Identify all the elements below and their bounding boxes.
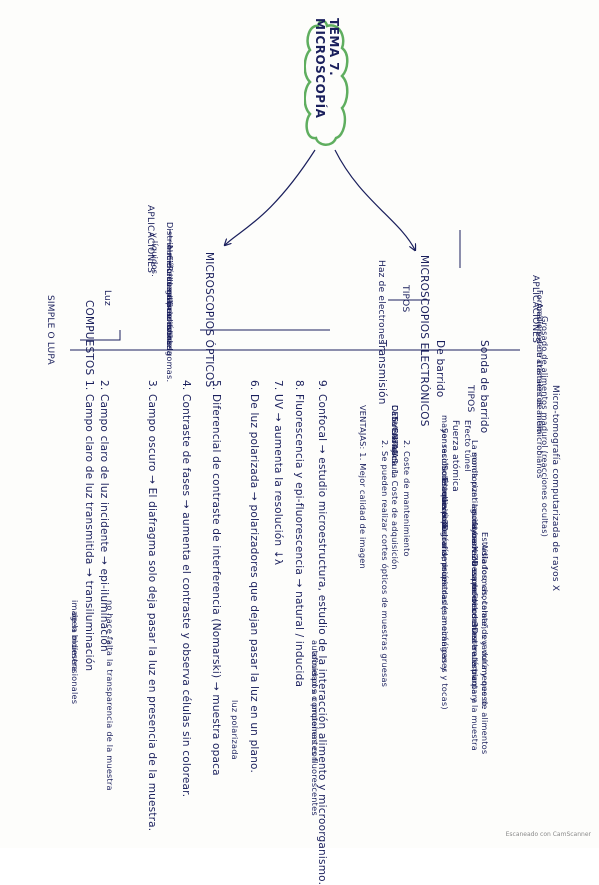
optico-item-4: 4. Contraste de fases → aumenta el contr…: [180, 380, 192, 798]
line-compuestos: [80, 330, 121, 341]
electronicos-heading: MICROSCOPIOS ELECTRÓNICOS: [418, 255, 430, 427]
optico-item-3: 3. Campo oscuro → El diafragma solo deja…: [146, 380, 158, 832]
green-cloud-shape: [304, 19, 349, 146]
simple-lupa: SIMPLE O LUPA: [45, 295, 55, 365]
efecto-tunel: Efecto túnel: [463, 420, 473, 472]
tipo-barrido: De barrido: [434, 340, 446, 398]
page-title: TEMA 7. MICROSCOPÍA: [313, 18, 341, 119]
item1-sub-2: de la muestra: [70, 612, 80, 672]
tipo-transmision: Transmisión: [376, 340, 388, 405]
optico-item-1: 1. Campo claro de luz transmitida → tran…: [83, 380, 95, 672]
tipo-sonda-barrido: Sonda de barrido: [478, 340, 490, 434]
fuerza-desc-2: manipulación de muestras (nanoimágenes y…: [440, 490, 450, 710]
ventajas-2: 2. Se pueden realizar cortes ópticos de …: [380, 440, 390, 688]
optico-item-7: 7. UV → aumenta la resolución ↓λ: [272, 380, 284, 566]
compuestos-heading: COMPUESTOS: [83, 300, 95, 376]
optico-item-9: 9. Confocal → estudio microestructura, e…: [316, 380, 328, 885]
opticos-heading: MICROSCOPIOS ÓPTICOS: [203, 252, 215, 388]
subtipos-heading: TIPOS: [465, 385, 475, 413]
micro-desc-3: Aislados, chocolate, levadura y queso.: [480, 544, 490, 709]
luz-label: Luz: [102, 290, 112, 306]
aplicacion-o-6: Identificación de gomas.: [165, 277, 175, 383]
optico-item-6: 6. De luz polarizada → polarizadores que…: [248, 380, 260, 774]
optico-item-5: 5. Diferencial de contraste de interfere…: [210, 380, 222, 776]
fuerza-atomica: Fuerza atómica: [450, 420, 460, 492]
tipos-e-heading: TIPOS: [400, 285, 410, 313]
desventajas-2: 2. Coste de mantenimiento: [402, 440, 412, 557]
ventajas: VENTAJAS: 1. Mejor calidad de imagen: [358, 405, 368, 569]
connector-lines: [70, 149, 520, 351]
haz-electrones: Haz de electrones: [376, 260, 386, 345]
optico-item-8: 8. Fluorescencia y epi-fluorescencia → n…: [293, 380, 305, 688]
microtomografia: Micro-tomografía computarizada de rayos …: [550, 385, 560, 592]
aplicacion-o-2: y líquidos.: [150, 233, 160, 277]
camscanner-watermark: Escaneado con CamScanner: [505, 831, 591, 838]
title-cloud: TEMA 7. MICROSCOPÍA: [304, 18, 350, 148]
micro-desc-1: rayos X 2D en modelos 3D: [470, 520, 480, 634]
item2-sub: no hace falta la transparencia de la mue…: [105, 600, 115, 791]
mind-map: TEMA 7. MICROSCOPÍA MICROSCOPIOS ELECTRÓ…: [45, 18, 560, 885]
arrow-to-electronicos: [334, 149, 415, 250]
arrow-to-opticos: [225, 149, 316, 245]
scanned-page: TEMA 7. MICROSCOPÍA MICROSCOPIOS ELECTRÓ…: [45, 18, 591, 885]
item5-sub: luz polarizada: [230, 700, 240, 760]
desventajas: DESVENTAJAS: 1. Coste de adquisición: [390, 405, 400, 570]
